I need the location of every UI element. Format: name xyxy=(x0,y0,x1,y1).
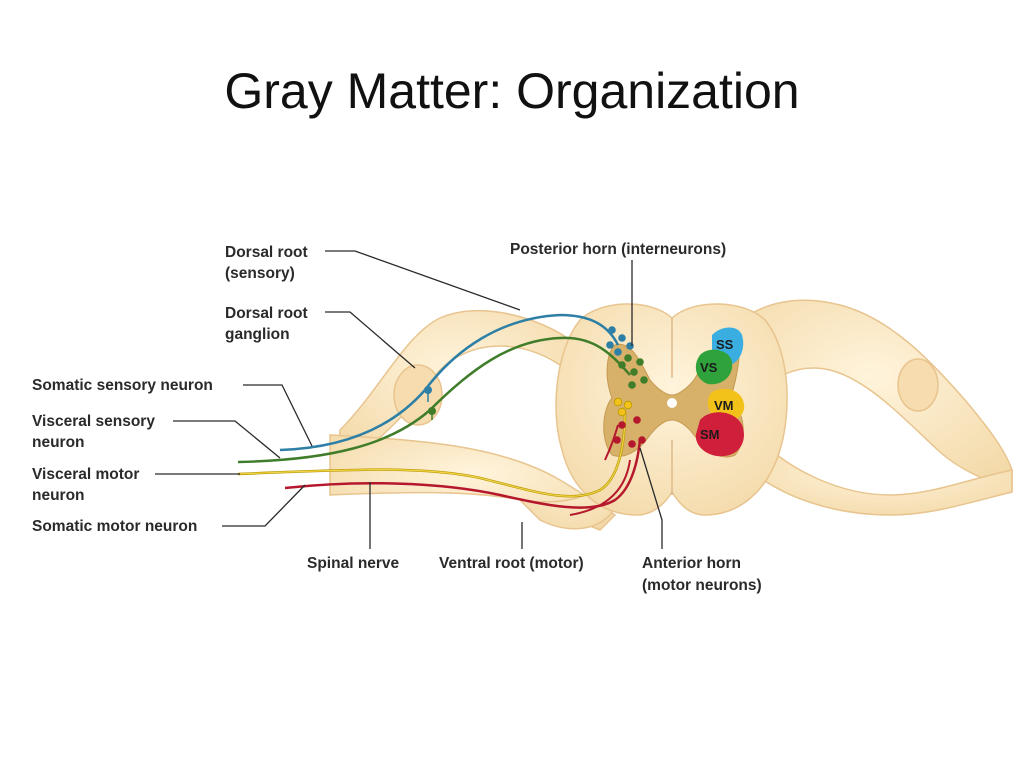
zone-ss-label: SS xyxy=(716,337,734,352)
cell-blue-2 xyxy=(618,334,626,342)
label-somatic-motor: Somatic motor neuron xyxy=(32,518,197,535)
cell-green-3 xyxy=(618,361,626,369)
cell-blue-5 xyxy=(614,348,622,356)
leader-somatic-sensory xyxy=(243,384,313,447)
cell-green-2 xyxy=(636,358,644,366)
label-anterior-horn-1: Anterior horn xyxy=(642,555,741,572)
label-visceral-sensory-2: neuron xyxy=(32,434,85,451)
cell-red-2 xyxy=(633,416,641,424)
ganglion-cell-visceral-sensory xyxy=(428,407,436,415)
cell-yellow-3 xyxy=(617,407,627,417)
dorsal-root-ganglion xyxy=(393,364,443,426)
label-somatic-sensory: Somatic sensory neuron xyxy=(32,377,213,394)
label-visceral-motor-2: neuron xyxy=(32,487,85,504)
right-ganglion xyxy=(897,358,939,412)
visceral-motor-fiber-inner xyxy=(237,411,626,497)
label-ventral-root: Ventral root (motor) xyxy=(439,555,584,572)
central-canal xyxy=(667,398,677,408)
leader-somatic-motor xyxy=(222,484,306,527)
cell-yellow-2 xyxy=(623,400,633,410)
ventral-horn-cells xyxy=(613,397,646,448)
slide-title: Gray Matter: Organization xyxy=(224,63,800,119)
cell-red-3 xyxy=(613,436,621,444)
cell-red-4 xyxy=(628,440,636,448)
visceral-sensory-fiber xyxy=(237,336,631,464)
cell-green-4 xyxy=(630,368,638,376)
somatic-motor-fiber xyxy=(284,439,642,509)
leader-anterior-horn xyxy=(639,447,663,549)
label-dorsal-root-1: Dorsal root xyxy=(225,244,308,261)
ganglion-cell-somatic-sensory xyxy=(424,386,432,394)
label-visceral-sensory-1: Visceral sensory xyxy=(32,413,155,430)
label-dorsal-root-2: (sensory) xyxy=(225,265,295,282)
leader-ganglion xyxy=(325,311,416,369)
label-posterior-horn: Posterior horn (interneurons) xyxy=(510,241,726,258)
right-ventral-root xyxy=(749,438,1013,516)
label-spinal-nerve: Spinal nerve xyxy=(307,555,400,572)
label-anterior-horn-2: (motor neurons) xyxy=(642,577,762,594)
cell-red-1 xyxy=(618,421,626,429)
label-ganglion-2: ganglion xyxy=(225,326,290,343)
zone-vs-label: VS xyxy=(700,360,718,375)
leader-dorsal-root xyxy=(325,250,521,311)
leader-lines xyxy=(155,250,663,549)
leader-visceral-sensory xyxy=(173,420,281,459)
cell-green-5 xyxy=(640,376,648,384)
motor-fiber-branch-b xyxy=(604,424,619,461)
motor-fiber-branch-a xyxy=(569,459,631,516)
cell-green-6 xyxy=(628,381,636,389)
cell-green-1 xyxy=(624,354,632,362)
zone-sm-label: SM xyxy=(700,427,720,442)
zone-vs xyxy=(695,349,733,385)
cell-red-5 xyxy=(638,436,646,444)
cell-blue-3 xyxy=(606,341,614,349)
zone-vm-label: VM xyxy=(714,398,734,413)
cell-blue-4 xyxy=(626,342,634,350)
dorsal-horn-cells xyxy=(606,326,648,389)
label-ganglion-1: Dorsal root xyxy=(225,305,308,322)
cell-yellow-1 xyxy=(613,397,623,407)
label-visceral-motor-1: Visceral motor xyxy=(32,466,139,483)
cell-blue-1 xyxy=(608,326,616,334)
somatic-sensory-fiber xyxy=(279,313,620,452)
zone-sm xyxy=(695,412,744,457)
